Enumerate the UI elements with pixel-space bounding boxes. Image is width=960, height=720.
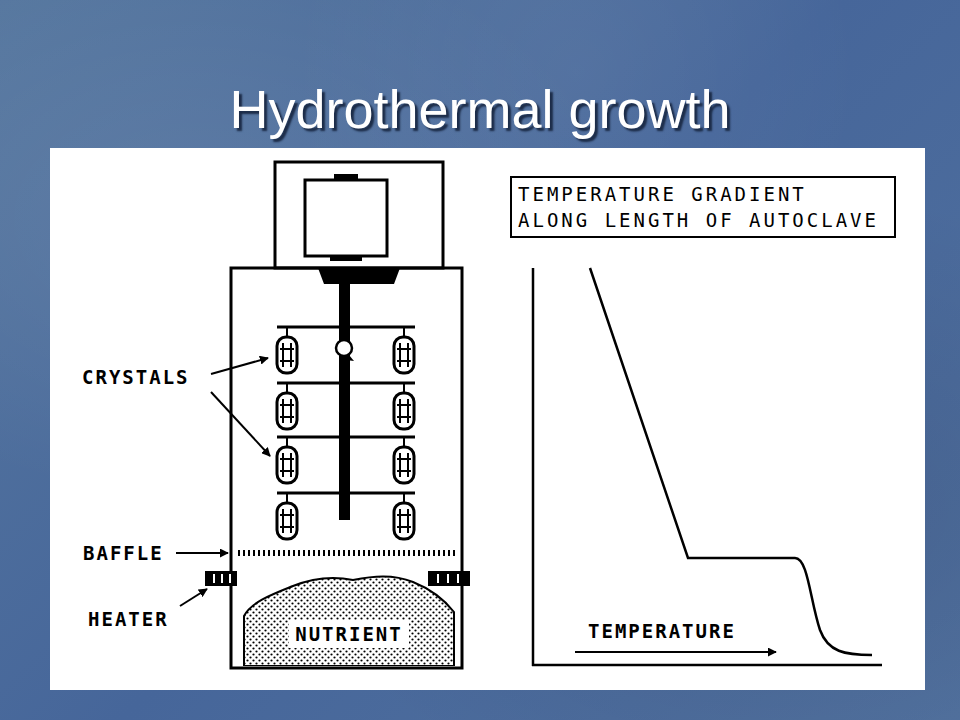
label-block: CRYSTALS [82, 366, 190, 388]
crystal-facet [397, 416, 411, 418]
title-block: Hydrothermal growth [0, 78, 960, 140]
crystal-facet [290, 509, 292, 533]
shaft [339, 284, 350, 520]
baffle [238, 550, 456, 556]
crystal-facet [280, 404, 294, 406]
crystal [394, 337, 414, 373]
leader-arrow [176, 552, 228, 554]
heater-left [205, 571, 237, 586]
rotation-arrowhead [346, 355, 354, 361]
crystal-facet [399, 399, 401, 423]
label-block: BAFFLE [83, 542, 164, 564]
crystal-facet [397, 348, 411, 350]
legend-box: TEMPERATURE GRADIENT ALONG LENGTH OF AUT… [510, 176, 896, 238]
rotation-symbol [336, 340, 352, 356]
crystal-facet [397, 458, 411, 460]
crystal-facet [282, 453, 284, 477]
nutrient-outline [243, 572, 455, 666]
crystal-facet [407, 509, 409, 533]
leader-arrow [211, 392, 270, 456]
label-block: TEMPERATURE [588, 620, 736, 642]
lid-seal [318, 268, 400, 284]
heater-bar [437, 574, 439, 583]
heater-right [428, 571, 470, 586]
crystal-facet [399, 343, 401, 367]
coupling [330, 256, 362, 261]
crystal-facet [290, 399, 292, 423]
leader-arrow [211, 358, 268, 374]
crystal-facet [282, 343, 284, 367]
crystal-facet [280, 416, 294, 418]
crystal-facet [282, 399, 284, 423]
heater-bar [213, 574, 215, 583]
crystal-facet [407, 453, 409, 477]
label-block: HEATER [88, 608, 169, 630]
crystal [277, 393, 297, 429]
node-label: TEMPERATURE GRADIENT ALONG LENGTH OF AUT… [518, 181, 888, 233]
nutrient-pile: NUTRIENT [243, 572, 455, 666]
crystal-facet [290, 343, 292, 367]
crystal-facet [397, 470, 411, 472]
y-axis [532, 268, 535, 666]
heater-bar [221, 574, 223, 583]
temperature-curve [590, 268, 872, 655]
crystal-facet [280, 514, 294, 516]
crystal [277, 447, 297, 483]
node-label: NUTRIENT [289, 620, 409, 648]
leader-arrow [180, 589, 207, 606]
rack-bar [277, 492, 415, 495]
axis-arrow [575, 651, 776, 653]
crystal-facet [280, 470, 294, 472]
heater-bar [229, 574, 231, 583]
crystal-facet [290, 453, 292, 477]
crystal-facet [397, 526, 411, 528]
crystal-facet [397, 404, 411, 406]
rack-bar [277, 326, 415, 329]
part-label: HEATER [88, 608, 169, 630]
crystal-facet [280, 360, 294, 362]
crystal-facet [282, 509, 284, 533]
rack-bar [277, 436, 415, 439]
rack-bar [277, 382, 415, 385]
crystal [277, 503, 297, 539]
crystal [394, 393, 414, 429]
crystal-rack [277, 327, 415, 539]
motor-housing [275, 162, 443, 268]
crystal [394, 503, 414, 539]
autoclave-vessel [231, 268, 462, 668]
crystal-facet [407, 343, 409, 367]
heater-bar [447, 574, 449, 583]
heater-bar [457, 574, 459, 583]
crystal-facet [397, 514, 411, 516]
crystal-facet [399, 509, 401, 533]
axis-label: TEMPERATURE [588, 620, 736, 642]
x-axis [532, 664, 882, 667]
crystal-facet [399, 453, 401, 477]
crystal-facet [407, 399, 409, 423]
crystal [277, 337, 297, 373]
crystal-facet [280, 458, 294, 460]
nutrient-pile-shape [244, 577, 454, 667]
crystal-facet [280, 348, 294, 350]
part-label: CRYSTALS [82, 366, 190, 388]
crystal-facet [280, 526, 294, 528]
motor [305, 180, 387, 256]
part-label: BAFFLE [83, 542, 164, 564]
motor-cap [334, 174, 358, 180]
crystal [394, 447, 414, 483]
slide-title: Hydrothermal growth [229, 79, 730, 139]
crystal-facet [397, 360, 411, 362]
